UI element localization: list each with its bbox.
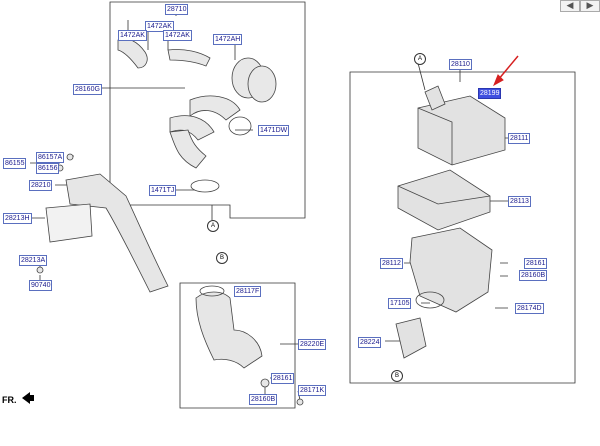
- part-label-17105[interactable]: 17105: [388, 298, 412, 309]
- part-label-90740[interactable]: 90740: [29, 280, 53, 291]
- part-label-28174D[interactable]: 28174D: [515, 303, 544, 314]
- part-label-28117F[interactable]: 28117F: [234, 286, 262, 297]
- part-label-28710[interactable]: 28710: [165, 4, 189, 15]
- part-label-28210[interactable]: 28210: [29, 180, 53, 191]
- part-label-28213H[interactable]: 28213H: [3, 213, 32, 224]
- part-label-28213A[interactable]: 28213A: [19, 255, 48, 266]
- part-label-28111[interactable]: 28111: [508, 133, 531, 144]
- part-label-28199-highlighted[interactable]: 28199: [478, 88, 502, 99]
- ref-marker-a-top: A: [207, 220, 219, 232]
- air-cleaner-illustration: [395, 85, 506, 359]
- ref-marker-b-bottom: B: [216, 252, 228, 264]
- next-page-button[interactable]: ▶: [580, 0, 600, 12]
- front-direction-arrow: [22, 392, 34, 404]
- elbow-duct-illustration: [195, 285, 304, 406]
- part-label-1471DW[interactable]: 1471DW: [258, 125, 290, 136]
- part-label-28112[interactable]: 28112: [380, 258, 403, 269]
- part-label-28110[interactable]: 28110: [449, 59, 472, 70]
- part-label-28171K[interactable]: 28171K: [298, 385, 327, 396]
- part-label-28160B-right[interactable]: 28160B: [519, 270, 548, 281]
- part-label-28220E[interactable]: 28220E: [298, 339, 327, 350]
- intake-duct-illustration: [36, 153, 169, 293]
- ref-marker-b-right: B: [391, 370, 403, 382]
- part-label-1472AH[interactable]: 1472AH: [213, 34, 243, 45]
- box-air-cleaner-outline: [349, 71, 576, 384]
- part-label-86157A[interactable]: 86157A: [36, 152, 65, 163]
- part-label-1472AK-a[interactable]: 1472AK: [145, 21, 174, 32]
- ref-marker-a-right: A: [414, 53, 426, 65]
- part-label-28160B-bottom[interactable]: 28160B: [249, 394, 278, 405]
- front-direction-label: FR.: [2, 395, 17, 405]
- intake-hose-illustration: [117, 38, 277, 193]
- part-label-28160G[interactable]: 28160G: [73, 84, 102, 95]
- part-label-28161-bottom[interactable]: 28161: [271, 373, 295, 384]
- part-label-28224[interactable]: 28224: [358, 337, 382, 348]
- part-label-1472AK-c[interactable]: 1472AK: [163, 30, 192, 41]
- part-label-86155[interactable]: 86155: [3, 158, 27, 169]
- prev-page-button[interactable]: ◀: [560, 0, 580, 12]
- red-indicator-arrow: [493, 55, 519, 87]
- part-label-1471TJ[interactable]: 1471TJ: [149, 185, 177, 196]
- part-label-86156[interactable]: 86156: [36, 163, 60, 174]
- part-label-28161-right[interactable]: 28161: [524, 258, 548, 269]
- part-label-28113[interactable]: 28113: [508, 196, 531, 207]
- part-label-1472AK-b[interactable]: 1472AK: [118, 30, 147, 41]
- box-duct-outline: [179, 282, 296, 409]
